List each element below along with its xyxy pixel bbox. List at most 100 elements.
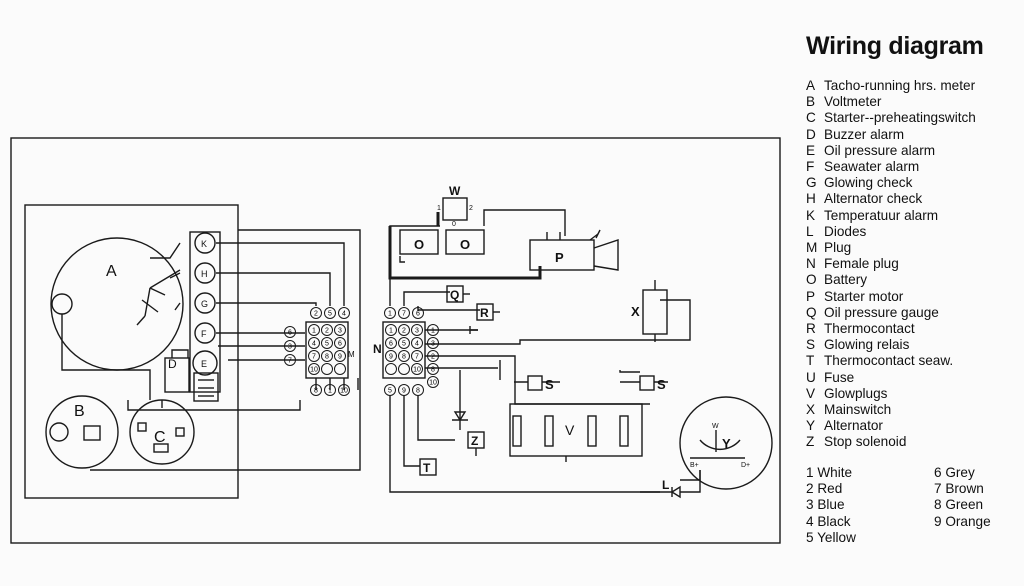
plug-terminal <box>384 307 396 319</box>
legend-label: Seawater alarm <box>824 159 920 175</box>
plug-pin <box>398 337 410 349</box>
diodes-block <box>193 372 219 402</box>
plug-terminal-label: 3 <box>431 341 435 348</box>
legend-label: Glowing relais <box>824 337 910 353</box>
legend-label: Voltmeter <box>824 94 882 110</box>
battery-1 <box>399 229 439 255</box>
plug-pin <box>411 350 423 362</box>
plug-terminal <box>384 384 396 396</box>
temp-alarm-lamp <box>194 232 216 254</box>
y-b: B+ <box>690 462 699 469</box>
legend-label: Battery <box>824 272 868 288</box>
glowplug-1 <box>512 415 522 447</box>
legend-code: V <box>806 385 816 401</box>
alternator <box>679 396 773 490</box>
plug-pin-label: 10 <box>310 367 318 374</box>
plug-pin <box>308 350 320 362</box>
label-z: Z <box>471 434 478 448</box>
label-f: F <box>201 329 207 339</box>
plug-terminal <box>427 376 439 388</box>
legend-code: H <box>806 191 816 207</box>
plug-terminal <box>427 324 439 336</box>
plug-pin-label: 10 <box>413 367 421 374</box>
legend-label: Alternator <box>824 418 883 434</box>
legend-label: Glowplugs <box>824 385 888 401</box>
plug-terminal-label: 3 <box>288 344 292 351</box>
plug-pin-label: 8 <box>325 354 329 361</box>
wire-color-item: 5 Yellow <box>806 529 856 545</box>
label-v: V <box>565 422 575 438</box>
legend-code: D <box>806 126 816 142</box>
legend-label: Oil pressure gauge <box>824 304 939 320</box>
plug-pin <box>334 324 346 336</box>
plug-pin-label: 6 <box>389 341 393 348</box>
plug-terminal <box>412 307 424 319</box>
wiring-schematic: A B C D P Q R S S T Z W V X Y L M N O O … <box>10 137 781 544</box>
battery-2 <box>445 229 485 255</box>
plug-pin <box>321 324 333 336</box>
main-switch <box>442 197 468 221</box>
plug-terminal-label: 2 <box>314 311 318 318</box>
plug-terminal <box>324 384 336 396</box>
plug-pin-label: 2 <box>325 328 329 335</box>
plug-pin <box>398 363 410 375</box>
plug-terminal-label: 5 <box>328 311 332 318</box>
legend-code: A <box>806 78 816 93</box>
plug-pin <box>308 363 320 375</box>
label-w: W <box>449 184 461 198</box>
legend-label: Glowing check <box>824 175 913 191</box>
wire-color-item: 9 Orange <box>934 513 991 529</box>
seawater-alarm-lamp <box>194 322 216 344</box>
w-pin-0: 0 <box>452 221 456 228</box>
wire-color-item: 4 Black <box>806 513 851 529</box>
plug-terminal-label: 6 <box>288 330 292 337</box>
y-d: D+ <box>741 462 750 469</box>
plug-pin-label: 4 <box>312 341 316 348</box>
wire-color-item: 6 Grey <box>934 465 975 480</box>
plug-pin-label: 7 <box>312 354 316 361</box>
plug-pin <box>334 363 346 375</box>
plug-terminal <box>338 307 350 319</box>
legend-label: Temperatuur alarm <box>824 207 939 223</box>
plug-terminal <box>427 337 439 349</box>
wire-color-item: 7 Brown <box>934 481 984 497</box>
legend-code: M <box>806 240 818 256</box>
plug-pin <box>385 324 397 336</box>
plug-terminal-label: 10 <box>340 388 348 395</box>
label-e: E <box>201 359 207 369</box>
plug-pin-label: 9 <box>338 354 342 361</box>
plug-pin <box>411 337 423 349</box>
plug-terminal-label: 10 <box>429 380 437 387</box>
label-p: P <box>555 250 564 265</box>
legend-code: E <box>806 142 816 158</box>
plug-pin-label: 5 <box>325 341 329 348</box>
plug-pin <box>321 350 333 362</box>
plug-pin-label: 4 <box>415 341 419 348</box>
plug-terminal <box>284 326 296 338</box>
wire-color-item: 3 Blue <box>806 497 845 513</box>
legend-label: Thermocontact seaw. <box>824 353 954 369</box>
plug-terminal <box>310 307 322 319</box>
plug-pin-label: 8 <box>402 354 406 361</box>
plug-terminal <box>427 363 439 375</box>
instrument-panel-frame <box>24 204 239 499</box>
thermocontact-seaw <box>419 458 437 476</box>
label-r: R <box>480 306 489 320</box>
plug-terminal <box>398 307 410 319</box>
plug-terminal-label: 8 <box>416 388 420 395</box>
label-s1: S <box>545 377 554 392</box>
wire-color-item: 2 Red <box>806 481 843 497</box>
legend-label: Thermocontact <box>824 321 915 337</box>
tacho-connector <box>51 293 73 315</box>
oil-pressure-lamp <box>192 350 218 376</box>
plug-terminal <box>338 384 350 396</box>
